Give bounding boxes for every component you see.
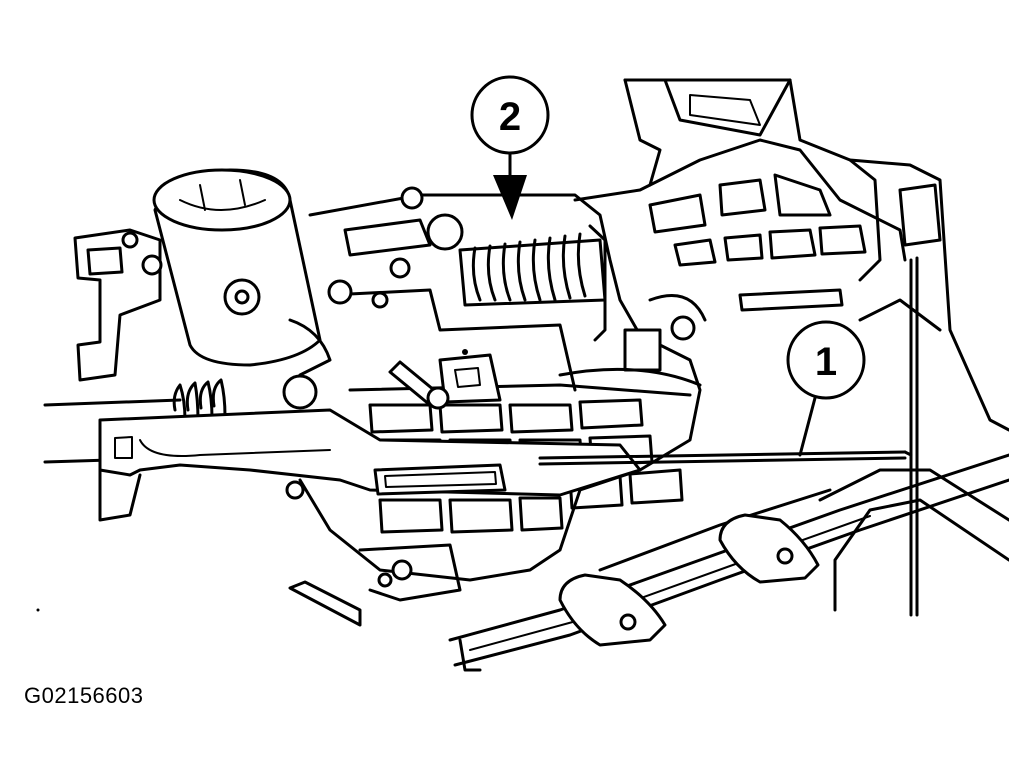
coil-spring [400,186,607,342]
callout-1-label: 1 [815,340,837,384]
mounting-bracket-left [73,228,163,382]
callout-2-label: 2 [499,95,521,139]
figure-id-label: G02156603 [24,683,144,708]
probe-tool [538,256,919,617]
stray-dot [36,608,40,612]
housing-casting [573,78,1009,612]
small-spring [172,374,318,422]
lock-cylinder [152,168,353,377]
rail-clamp-left [558,573,667,647]
callout-2: 2 [470,75,550,220]
rail-clamp-right [718,513,820,584]
callout-1: 1 [786,320,866,457]
operating-lever [43,360,642,627]
